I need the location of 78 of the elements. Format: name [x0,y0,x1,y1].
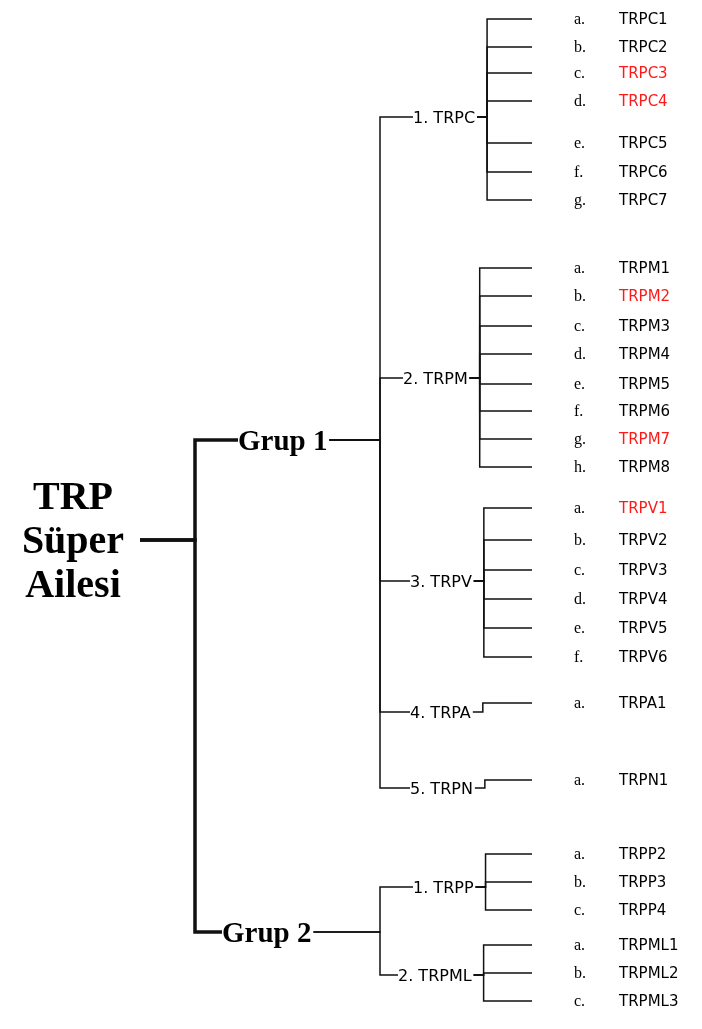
channel-name: TRPM4 [619,345,671,363]
channel-name: TRPV4 [619,590,668,608]
list-letter: a. [574,845,587,863]
family-label: 5. TRPN [410,778,473,798]
list-letter: d. [574,590,587,608]
list-letter: c. [574,64,587,82]
channel-name: TRPML1 [619,936,679,954]
family-label: 2. TRPM [403,368,468,388]
bracket-line [473,580,533,658]
list-letter: b. [574,873,587,891]
list-letter: b. [574,38,587,56]
channel-name: TRPC7 [619,191,668,209]
channel-name: TRPC3 [619,64,668,82]
list-letter: c. [574,317,587,335]
channel-name: TRPV6 [619,648,668,666]
bracket-line [140,538,222,934]
family-label: 3. TRPV [410,571,472,591]
channel-name: TRPML2 [619,964,679,982]
list-letter: a. [574,259,587,277]
bracket-line [476,116,533,201]
list-letter: c. [574,992,587,1010]
root-title: TRP Süper Ailesi [8,474,138,606]
list-letter: c. [574,901,587,919]
channel-name: TRPM2 [619,287,671,305]
bracket-line [474,886,533,911]
bracket-line [468,377,533,468]
list-letter: f. [574,402,585,420]
channel-name: TRPM1 [619,259,671,277]
channel-name: TRPM8 [619,458,671,476]
list-letter: a. [574,694,587,712]
channel-name: TRPC4 [619,92,668,110]
list-letter: a. [574,771,587,789]
list-letter: g. [574,430,587,448]
list-letter: a. [574,499,587,517]
list-letter: g. [574,191,587,209]
channel-name: TRPC2 [619,38,668,56]
family-label: 1. TRPC [413,107,476,127]
channel-name: TRPC5 [619,134,668,152]
channel-name: TRPP3 [619,873,667,891]
list-letter: f. [574,648,585,666]
channel-name: TRPML3 [619,992,679,1010]
channel-name: TRPM6 [619,402,671,420]
group-label: Grup 2 [222,915,312,949]
family-label: 2. TRPML [398,965,472,985]
bracket-line [474,779,533,789]
channel-name: TRPV1 [619,499,668,517]
list-letter: a. [574,936,587,954]
channel-name: TRPM5 [619,375,671,393]
list-letter: d. [574,345,587,363]
list-letter: c. [574,561,587,579]
list-letter: e. [574,619,587,637]
channel-name: TRPC1 [619,10,668,28]
list-letter: e. [574,134,587,152]
list-letter: e. [574,375,587,393]
channel-name: TRPP4 [619,901,667,919]
channel-name: TRPM3 [619,317,671,335]
bracket-line [328,439,411,789]
channel-name: TRPM7 [619,430,671,448]
bracket-line [312,931,399,976]
list-letter: b. [574,964,587,982]
channel-name: TRPA1 [619,694,667,712]
list-letter: a. [574,10,587,28]
channel-name: TRPC6 [619,163,668,181]
channel-name: TRPP2 [619,845,667,863]
family-label: 1. TRPP [413,877,474,897]
list-letter: b. [574,287,587,305]
family-label: 4. TRPA [410,702,471,722]
list-letter: b. [574,531,587,549]
group-label: Grup 1 [238,423,328,457]
bracket-line [472,702,533,713]
bracket-line [472,974,533,1002]
list-letter: h. [574,458,587,476]
channel-name: TRPN1 [619,771,669,789]
channel-name: TRPV5 [619,619,668,637]
channel-name: TRPV3 [619,561,668,579]
list-letter: f. [574,163,585,181]
channel-name: TRPV2 [619,531,668,549]
list-letter: d. [574,92,587,110]
